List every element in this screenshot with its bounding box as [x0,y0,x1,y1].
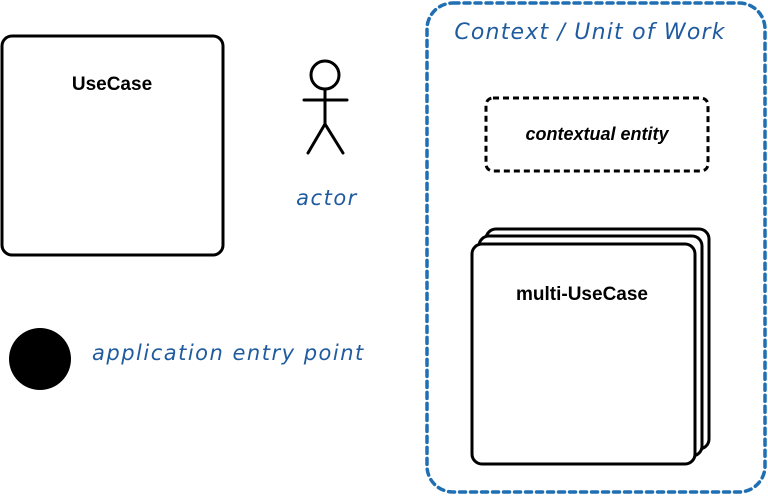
context-border [425,1,767,494]
multi-usecase-label: multi-UseCase [516,284,648,305]
stick-figure-icon [302,59,349,155]
entry-point-label: application entry point [92,341,365,365]
actor-label: actor [296,186,358,210]
usecase-node: UseCase [0,34,225,257]
usecase-label: UseCase [72,74,152,95]
usecase-box [0,34,225,257]
filled-circle-icon [9,328,71,390]
actor-node: actor [296,59,358,210]
entry-point-node: application entry point [9,328,365,390]
context-title: Context / Unit of Work [454,20,725,45]
contextual-entity-box [484,96,710,173]
contextual-entity-label: contextual entity [525,124,669,144]
contextual-entity-node: contextual entity [484,96,710,173]
multi-usecase-front-box [470,242,697,466]
context-container: Context / Unit of Work contextual entity… [425,1,767,494]
multi-usecase-node: multi-UseCase [470,227,711,466]
